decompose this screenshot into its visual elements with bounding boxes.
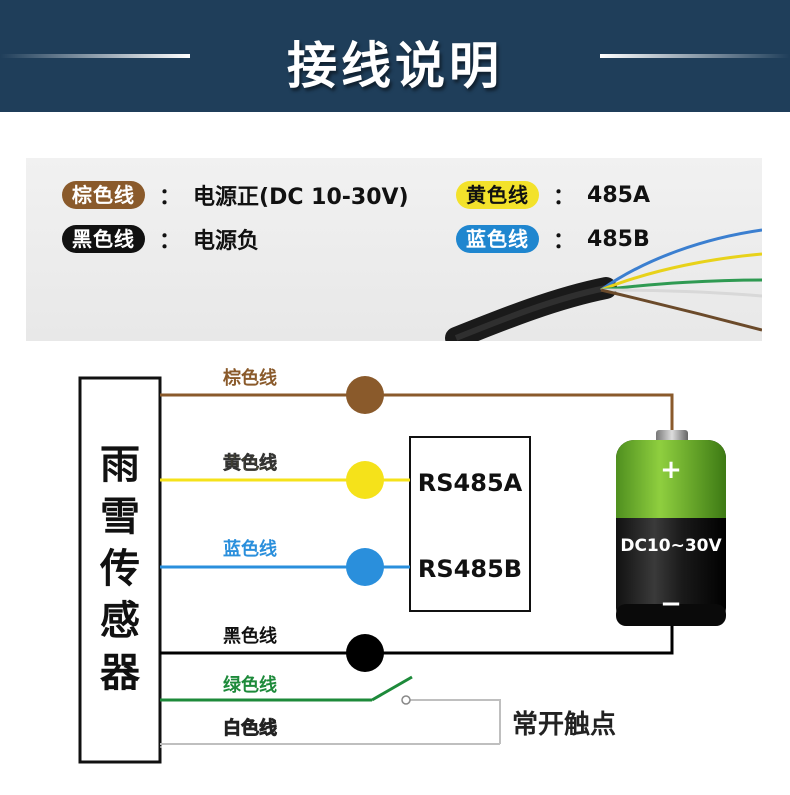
header-banner: 接线说明 <box>0 0 790 112</box>
legend-colon: ： <box>159 185 182 210</box>
legend-tag-yellow: 黄色线 <box>456 181 539 209</box>
legend-colon: ： <box>159 229 182 254</box>
sensor-label-char: 雨 <box>100 442 140 488</box>
legend-tag-black: 黑色线 <box>62 225 145 253</box>
legend-colon: ： <box>553 229 576 254</box>
legend-tag-blue: 蓝色线 <box>456 225 539 253</box>
wire-label-blue: 蓝色线 <box>223 538 277 560</box>
legend-item-yellow: 黄色线 ： 485A <box>456 180 650 210</box>
legend-value-brown: 电源正(DC 10-30V) <box>193 185 409 210</box>
legend-colon: ： <box>553 185 576 210</box>
rs485b-label: RS485B <box>418 555 522 583</box>
legend-value-yellow: 485A <box>587 182 650 208</box>
brown-wire: 棕色线 <box>160 367 674 432</box>
black-wire: 黑色线 <box>160 625 674 672</box>
legend-value-black: 电源负 <box>193 229 260 254</box>
battery-voltage-label: DC10~30V <box>620 536 722 556</box>
wire-label-green: 绿色线 <box>223 674 277 696</box>
sensor-label-char: 雪 <box>100 494 140 540</box>
page-title: 接线说明 <box>287 37 503 95</box>
rs485a-label: RS485A <box>418 469 523 497</box>
wire-label-white: 白色线 <box>223 717 277 739</box>
wire-label-yellow: 黄色线 <box>223 452 277 474</box>
sensor-label: 雨 雪 传 感 器 <box>99 442 141 696</box>
legend-value-blue: 485B <box>587 226 650 252</box>
cable-illustration <box>445 228 762 341</box>
banner-stripe-left <box>0 54 190 58</box>
battery-plus: + <box>660 455 682 485</box>
blue-wire: 蓝色线 <box>160 538 410 586</box>
banner-stripe-right <box>600 54 790 58</box>
sensor-label-char: 传 <box>99 546 140 592</box>
yellow-wire: 黄色线 <box>160 452 410 499</box>
sensor-box <box>78 376 162 764</box>
legend-item-blue: 蓝色线 ： 485B <box>456 224 650 254</box>
white-wire: 白色线 <box>160 695 501 748</box>
battery-icon: + DC10~30V − <box>616 430 726 626</box>
rs485-box <box>409 436 531 612</box>
legend-item-black: 黑色线 ： 电源负 <box>62 224 259 254</box>
sensor-label-char: 器 <box>100 650 141 696</box>
wire-label-brown: 棕色线 <box>223 367 277 389</box>
green-wire: 绿色线 <box>160 674 413 702</box>
legend-item-brown: 棕色线 ： 电源正(DC 10-30V) <box>62 180 409 210</box>
battery-minus: − <box>660 589 682 619</box>
contact-label: 常开触点 <box>512 709 616 740</box>
sensor-label-char: 感 <box>100 598 140 644</box>
legend-tag-brown: 棕色线 <box>62 181 145 209</box>
wire-label-black: 黑色线 <box>223 625 277 647</box>
wire-legend-panel: 棕色线 ： 电源正(DC 10-30V) 黑色线 ： 电源负 黄色线 ： 485… <box>26 158 762 341</box>
